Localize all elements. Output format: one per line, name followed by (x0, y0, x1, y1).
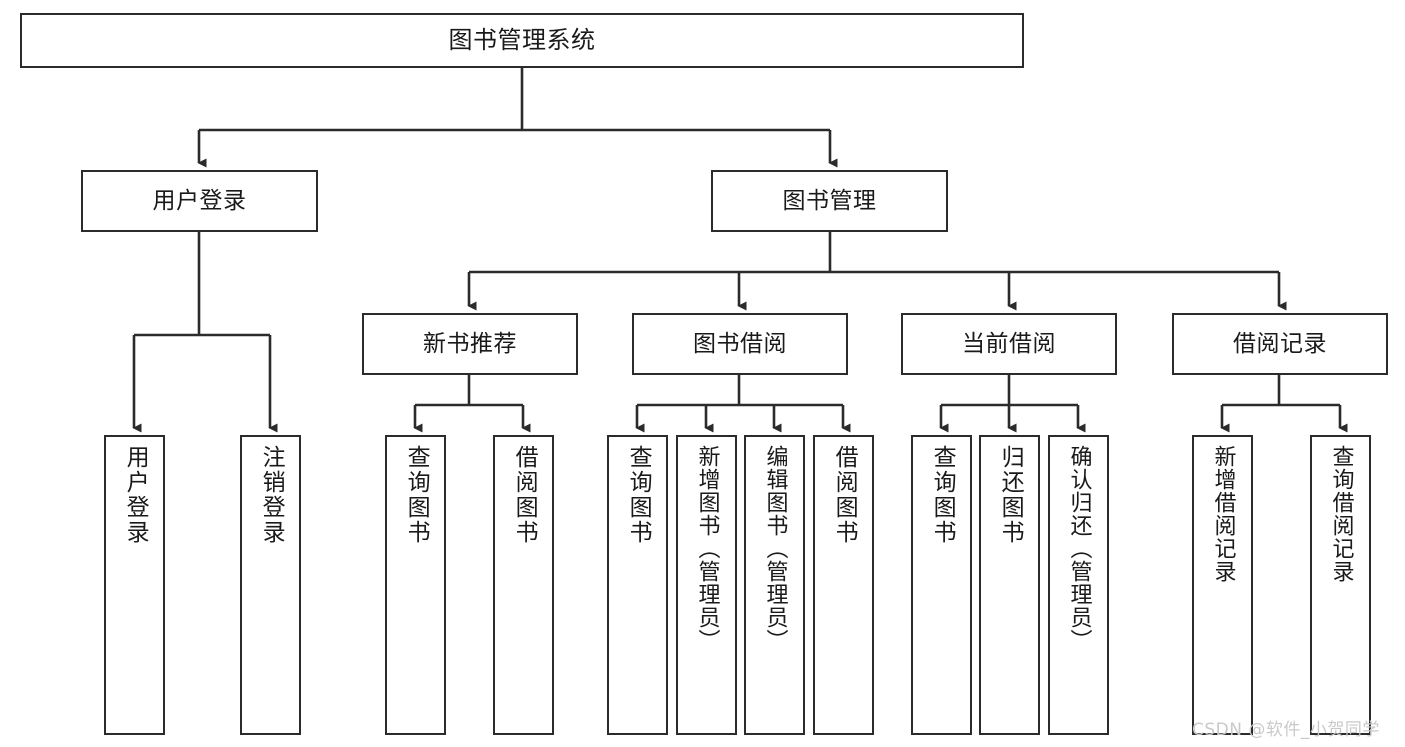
node-label: 图书管理系统 (448, 25, 596, 54)
node-label: 新增图书（管理员） (694, 445, 720, 652)
leaf-user-login[interactable]: 用户登录 (104, 435, 165, 735)
node-label: 编辑图书（管理员） (762, 445, 788, 652)
node-borrow-records[interactable]: 借阅记录 (1172, 313, 1388, 375)
node-label: 归还图书 (997, 445, 1024, 545)
node-new-book-recommend[interactable]: 新书推荐 (362, 313, 578, 375)
node-book-borrow[interactable]: 图书借阅 (632, 313, 848, 375)
node-label: 借阅图书 (511, 445, 538, 545)
leaf-edit-book-admin[interactable]: 编辑图书（管理员） (744, 435, 805, 735)
node-label: 注销登录 (258, 445, 285, 545)
node-label: 借阅记录 (1233, 330, 1327, 357)
leaf-query-book-recommend[interactable]: 查询图书 (385, 435, 446, 735)
node-label: 新书推荐 (423, 330, 517, 357)
node-label: 查询图书 (403, 445, 430, 545)
csdn-watermark: CSDN @软件_小贺同学 (1192, 720, 1380, 740)
node-label: 确认归还（管理员） (1066, 445, 1092, 652)
node-root-system[interactable]: 图书管理系统 (20, 13, 1024, 68)
node-label: 图书管理 (782, 187, 877, 214)
node-label: 查询图书 (625, 445, 652, 545)
node-user-login[interactable]: 用户登录 (81, 170, 318, 232)
node-label: 借阅图书 (831, 445, 858, 545)
node-label: 查询图书 (929, 445, 956, 545)
leaf-query-borrow-record[interactable]: 查询借阅记录 (1310, 435, 1371, 735)
leaf-borrow-book-recommend[interactable]: 借阅图书 (493, 435, 554, 735)
node-book-management[interactable]: 图书管理 (711, 170, 948, 232)
node-label: 用户登录 (152, 187, 247, 214)
leaf-add-book-admin[interactable]: 新增图书（管理员） (676, 435, 737, 735)
leaf-borrow-book[interactable]: 借阅图书 (813, 435, 874, 735)
node-label: 查询借阅记录 (1328, 445, 1354, 583)
leaf-add-borrow-record[interactable]: 新增借阅记录 (1192, 435, 1253, 735)
node-label: 当前借阅 (962, 330, 1056, 357)
node-label: 图书借阅 (693, 330, 787, 357)
leaf-confirm-return-admin[interactable]: 确认归还（管理员） (1048, 435, 1109, 735)
leaf-logout[interactable]: 注销登录 (240, 435, 301, 735)
node-current-borrow[interactable]: 当前借阅 (901, 313, 1117, 375)
leaf-return-book[interactable]: 归还图书 (979, 435, 1040, 735)
node-label: 用户登录 (122, 445, 149, 545)
leaf-query-book-borrow[interactable]: 查询图书 (607, 435, 668, 735)
node-label: 新增借阅记录 (1210, 445, 1236, 583)
leaf-query-book-current[interactable]: 查询图书 (911, 435, 972, 735)
